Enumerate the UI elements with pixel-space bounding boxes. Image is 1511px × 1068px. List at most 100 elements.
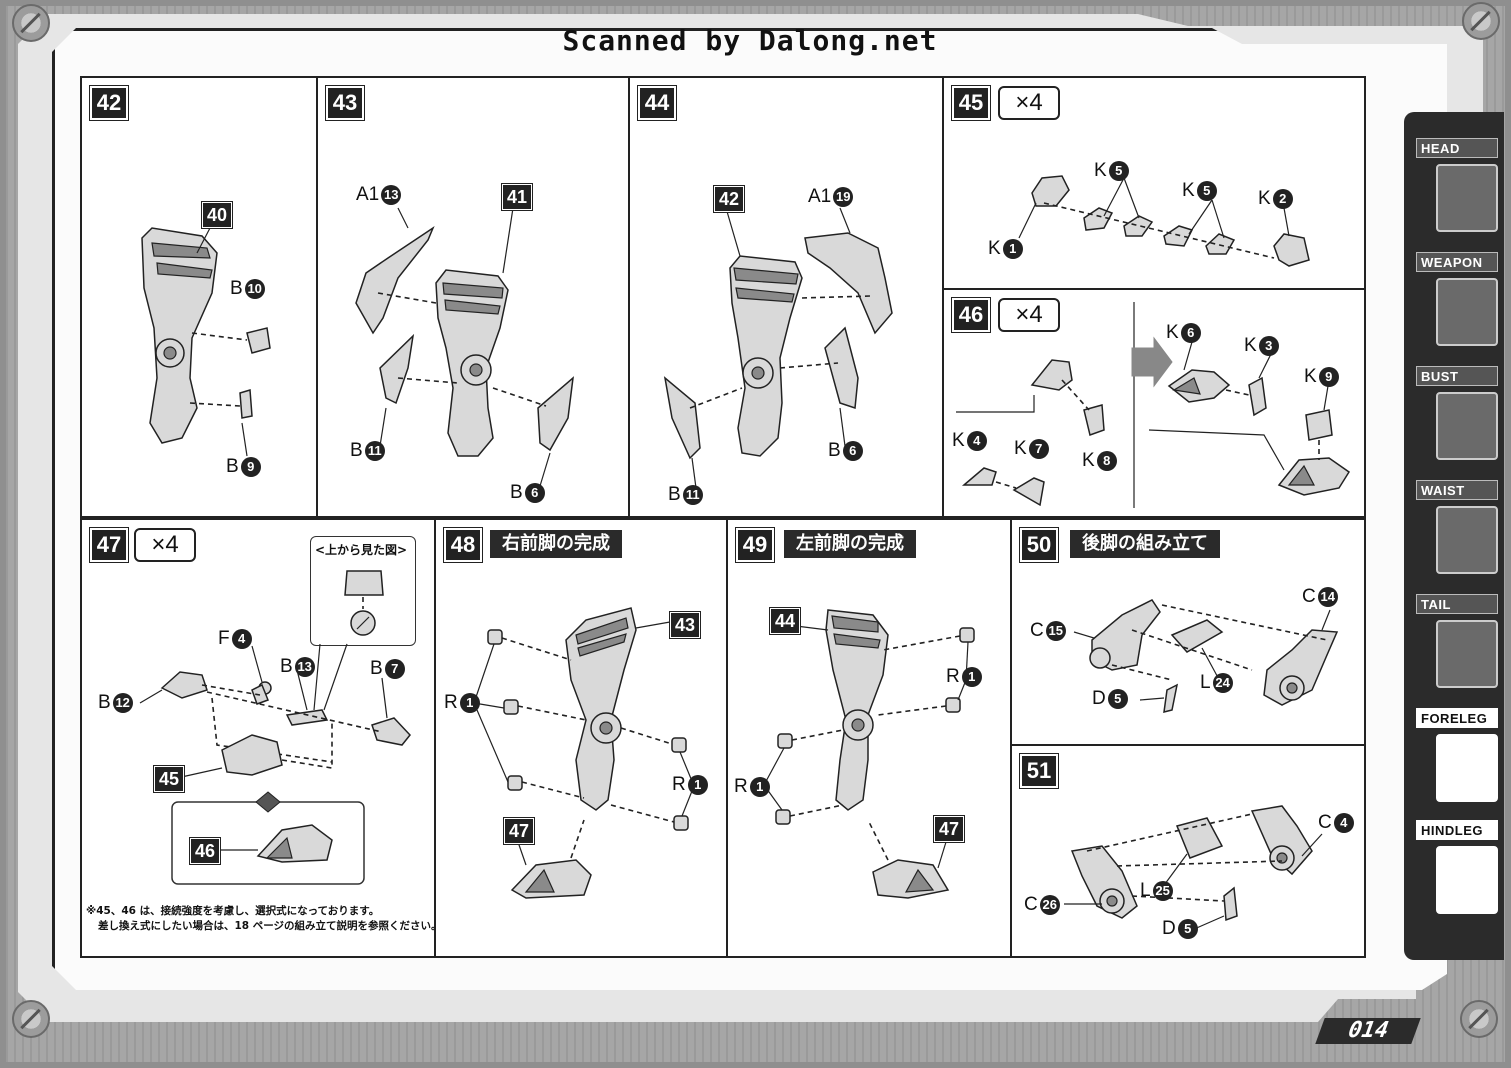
foreleg-part-drawing [355, 207, 574, 487]
bust-icon [1436, 392, 1498, 460]
tab-weapon[interactable]: WEAPON [1412, 252, 1504, 356]
foreleg-part-drawing [141, 227, 271, 457]
top-view-drawing [344, 570, 384, 636]
tab-label: WEAPON [1416, 252, 1498, 272]
waist-icon [1436, 506, 1498, 574]
assembly-note: 差し換え式にしたい場合は、18 ページの組み立て説明を参照ください。 [98, 920, 442, 932]
tab-label: FORELEG [1416, 708, 1498, 728]
step-number: 46 [951, 297, 991, 333]
reference-number: 42 [713, 185, 745, 213]
tab-bust[interactable]: BUST [1412, 366, 1504, 470]
step-title: 右前脚の完成 [490, 530, 622, 558]
inset-title: <上から見た図> [315, 543, 408, 557]
tab-tail[interactable]: TAIL [1412, 594, 1504, 698]
tab-hindleg[interactable]: HINDLEG [1412, 820, 1504, 924]
step-number: 49 [735, 527, 775, 563]
quantity-badge: ×4 [998, 86, 1060, 120]
claw-part-drawing [956, 302, 1351, 508]
hindleg-part-drawing [1064, 805, 1323, 931]
tab-label: HINDLEG [1416, 820, 1498, 840]
tab-waist[interactable]: WAIST [1412, 480, 1504, 584]
corner-screw-icon [1460, 1000, 1498, 1038]
reference-number: 44 [769, 607, 801, 635]
tab-label: BUST [1416, 366, 1498, 386]
tab-label: TAIL [1416, 594, 1498, 614]
assembly-note: ※45、46 は、接続強度を考慮し、選択式になっております。 [86, 905, 380, 917]
reference-number: 46 [189, 837, 221, 865]
step-title: 後脚の組み立て [1070, 530, 1220, 558]
foreleg-icon [1436, 734, 1498, 802]
section-tabs: HEAD WEAPON BUST WAIST TAIL FORELEG HIND… [1404, 112, 1504, 960]
reference-number: 45 [153, 765, 185, 793]
step-number: 42 [89, 85, 129, 121]
reference-number: 40 [201, 201, 233, 229]
claw-part-drawing [1018, 175, 1310, 267]
scan-credit: Scanned by Dalong.net [562, 24, 938, 57]
reference-number: 47 [503, 817, 535, 845]
hindleg-icon [1436, 846, 1498, 914]
reference-number: 41 [501, 183, 533, 211]
claw-assembly-drawing [139, 643, 411, 885]
head-icon [1436, 164, 1498, 232]
step-number: 45 [951, 85, 991, 121]
page-number: 014 [1315, 1018, 1421, 1044]
step-number: 44 [637, 85, 677, 121]
left-foreleg-drawing [763, 609, 975, 899]
step-number: 48 [443, 527, 483, 563]
right-foreleg-drawing [473, 607, 695, 899]
corner-screw-icon [1462, 2, 1500, 40]
reference-number: 43 [669, 611, 701, 639]
corner-screw-icon [12, 4, 50, 42]
tail-icon [1436, 620, 1498, 688]
tab-label: HEAD [1416, 138, 1498, 158]
foreleg-part-drawing [663, 207, 893, 489]
quantity-badge: ×4 [998, 298, 1060, 332]
step-number: 50 [1019, 527, 1059, 563]
step-number: 43 [325, 85, 365, 121]
weapon-icon [1436, 278, 1498, 346]
top-view-inset: <上から見た図> [310, 536, 416, 646]
tab-foreleg[interactable]: FORELEG [1412, 708, 1504, 812]
tab-head[interactable]: HEAD [1412, 138, 1504, 242]
